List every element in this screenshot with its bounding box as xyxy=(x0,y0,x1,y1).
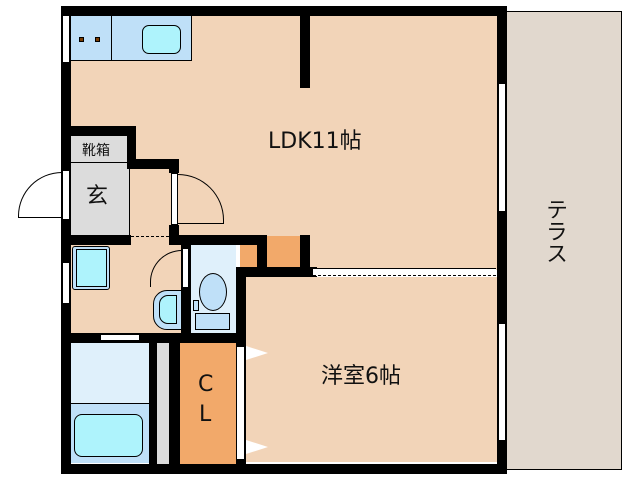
wall-toilet-right xyxy=(236,267,246,343)
wall-top xyxy=(61,6,507,16)
wall-shoebox-side xyxy=(127,126,136,168)
western-room-label: 洋室6帖 xyxy=(321,364,401,389)
wall-ldk-western xyxy=(236,267,317,277)
closet-area xyxy=(180,343,236,465)
wall-bottom xyxy=(61,464,507,474)
ldk-lower-floor xyxy=(305,230,498,270)
wall-closet-left xyxy=(169,333,180,465)
entrance-label: 玄 xyxy=(86,184,109,209)
terrace-area xyxy=(505,11,622,470)
shoe-box xyxy=(70,135,127,163)
toilet-tank-icon xyxy=(195,313,230,330)
closet-door[interactable] xyxy=(236,346,245,460)
closet-label-line1: C xyxy=(198,372,214,397)
closet-label-line2: L xyxy=(199,402,212,427)
wall-mid-horizontal xyxy=(61,235,131,245)
wall-shoebox-top xyxy=(61,126,136,136)
wall-right xyxy=(497,6,507,474)
storage-small-2 xyxy=(267,236,301,267)
closet-door-hinge-bottom xyxy=(246,440,268,454)
toilet-bowl-icon xyxy=(199,273,227,311)
wall-ldk-stub xyxy=(300,6,310,88)
wall-hall-top xyxy=(127,159,179,169)
terrace-label: テラス xyxy=(542,198,567,264)
ldk-label: LDK11帖 xyxy=(268,129,362,154)
wash-basin-bowl xyxy=(159,295,177,324)
window-kitchen xyxy=(62,16,70,62)
window-ldk-right xyxy=(498,84,506,211)
bathroom-floor xyxy=(70,343,149,403)
stove-burner-icon xyxy=(79,37,84,42)
wall-hall-right xyxy=(169,159,179,173)
closet-door-hinge-top xyxy=(246,346,268,360)
bathroom-door[interactable] xyxy=(100,334,140,341)
shoe-box-label: 靴箱 xyxy=(82,143,110,159)
window-western-right xyxy=(498,324,506,440)
storage-small-1 xyxy=(240,244,257,268)
wall-bath-right xyxy=(149,333,157,465)
bathtub-icon xyxy=(74,414,143,457)
wall-mid-horizontal-2 xyxy=(169,235,267,245)
washing-machine-inner xyxy=(76,249,107,287)
wall-storage-right xyxy=(300,235,310,275)
ldk-door[interactable] xyxy=(171,173,178,225)
stove-burner-icon xyxy=(95,37,100,42)
washroom-door[interactable] xyxy=(182,248,189,288)
window-washroom xyxy=(62,263,70,303)
front-door[interactable] xyxy=(62,170,70,220)
sliding-door-ldk-western[interactable] xyxy=(313,268,496,276)
bathroom-side-strip xyxy=(157,343,169,465)
toilet-paper-icon xyxy=(193,300,199,311)
wall-toilet-left xyxy=(181,245,191,343)
wall-storage-divider xyxy=(257,235,267,275)
kitchen-sink-icon xyxy=(142,25,181,54)
counter-divider xyxy=(111,15,112,61)
western-room-floor xyxy=(245,277,498,462)
hall-threshold xyxy=(131,236,169,237)
front-door-swing xyxy=(18,172,62,218)
entrance-divider xyxy=(129,163,130,236)
